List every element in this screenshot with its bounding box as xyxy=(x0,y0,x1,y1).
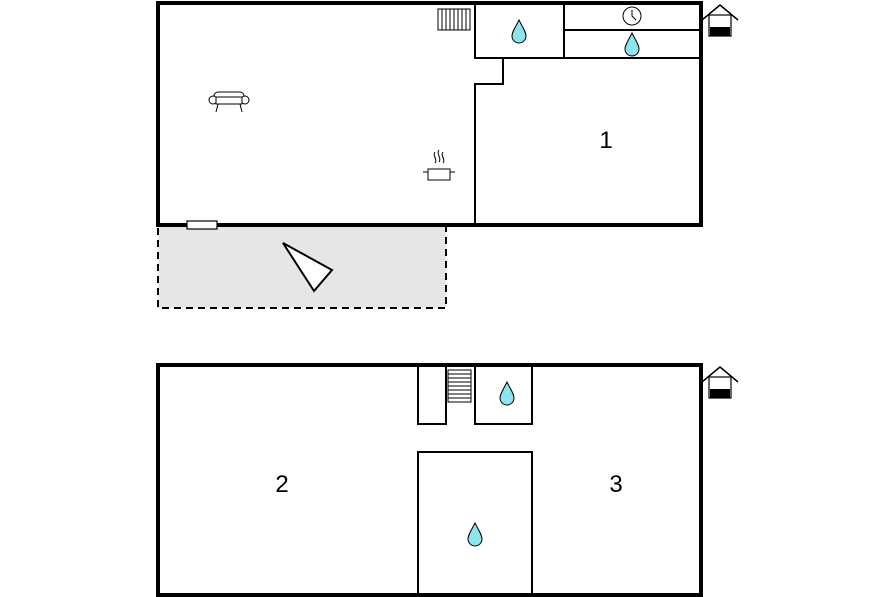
room-label-2: 2 xyxy=(275,471,288,498)
upper-floor-outline xyxy=(156,363,703,597)
water-drop-icon xyxy=(624,31,640,57)
clock-icon xyxy=(622,6,642,26)
water-drop-icon xyxy=(467,521,483,547)
house-entry-icon xyxy=(701,4,739,37)
staircase-icon xyxy=(437,8,471,31)
ground-floor: 1 xyxy=(156,1,739,309)
upper-floor: 2 3 xyxy=(156,363,739,597)
terrace-sun-icon xyxy=(282,242,334,293)
door-icon xyxy=(186,220,218,230)
house-entry-icon xyxy=(701,366,739,399)
sofa-icon xyxy=(208,91,250,113)
ground-floor-outline xyxy=(156,1,703,227)
room-label-3: 3 xyxy=(609,471,622,498)
water-drop-icon xyxy=(499,380,515,406)
water-drop-icon xyxy=(511,18,527,44)
upper-floor-interior-walls xyxy=(417,365,533,595)
stove-icon xyxy=(423,149,455,181)
staircase-icon xyxy=(447,369,472,403)
ground-floor-interior-walls xyxy=(474,3,700,225)
room-label-1: 1 xyxy=(599,127,612,154)
